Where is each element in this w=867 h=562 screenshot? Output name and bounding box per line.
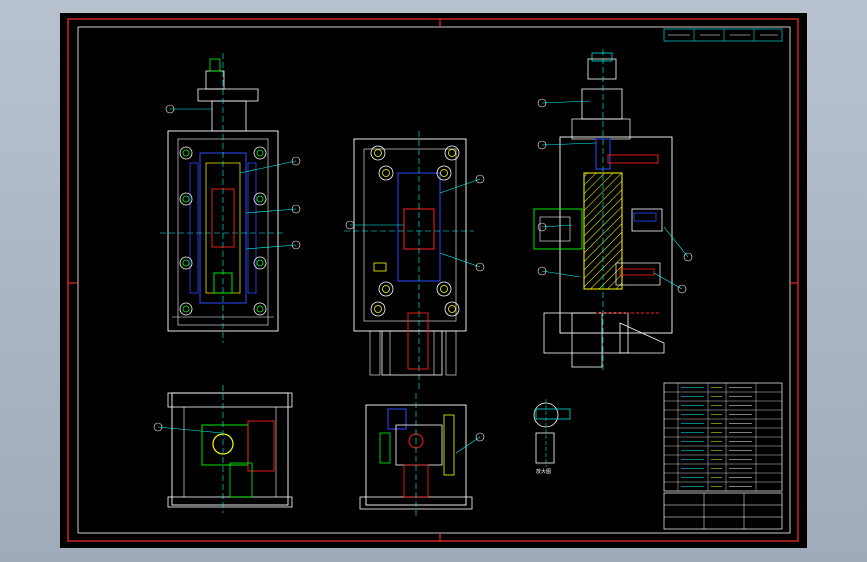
guide-hole	[378, 281, 394, 297]
section-view-a	[167, 385, 293, 513]
guide-pin	[374, 305, 382, 313]
guide-hole	[370, 301, 386, 317]
part-balloon	[291, 156, 301, 166]
part-balloon	[677, 284, 687, 294]
guide-hole	[378, 165, 394, 181]
guide-hole	[253, 302, 267, 316]
section-view-b	[359, 393, 473, 517]
part-balloon	[683, 252, 693, 262]
guide-hole	[179, 302, 193, 316]
guide-hole	[444, 145, 460, 161]
part-balloon	[475, 174, 485, 184]
part-balloon	[537, 98, 547, 108]
guide-hole	[444, 301, 460, 317]
guide-pin	[382, 285, 390, 293]
part-balloon	[537, 266, 547, 276]
detail-view	[533, 399, 571, 467]
detail-label: 放大图	[536, 468, 551, 475]
leader-line	[541, 100, 591, 104]
guide-pin	[256, 149, 264, 157]
part-balloon	[537, 140, 547, 150]
part-balloon	[291, 240, 301, 250]
leader-line	[541, 224, 573, 228]
bill-of-materials	[663, 382, 783, 492]
sheet-outer-frame	[67, 18, 799, 542]
part-balloon	[153, 422, 163, 432]
guide-pin	[448, 149, 456, 157]
guide-hole	[179, 192, 193, 206]
guide-pin	[182, 195, 190, 203]
leader-line	[663, 226, 689, 258]
leader-line	[439, 252, 481, 268]
leader-line	[245, 208, 297, 214]
guide-pin	[182, 149, 190, 157]
guide-pin	[382, 169, 390, 177]
leader-line	[653, 272, 683, 290]
guide-pin	[440, 285, 448, 293]
guide-pin	[182, 305, 190, 313]
part-balloon	[475, 262, 485, 272]
guide-hole	[253, 256, 267, 270]
guide-hole	[436, 165, 452, 181]
leader-line	[157, 426, 223, 434]
guide-hole	[179, 256, 193, 270]
part-balloon	[165, 104, 175, 114]
guide-pin	[182, 259, 190, 267]
guide-pin	[448, 305, 456, 313]
part-balloon	[345, 220, 355, 230]
drawing-code-block	[663, 28, 783, 42]
part-balloon	[291, 204, 301, 214]
guide-hole	[179, 146, 193, 160]
guide-pin	[374, 149, 382, 157]
leader-line	[541, 142, 597, 146]
side-section-view	[533, 49, 673, 373]
title-block	[663, 492, 783, 530]
guide-pin	[256, 195, 264, 203]
part-balloon	[475, 432, 485, 442]
guide-pin	[440, 169, 448, 177]
guide-pin	[256, 259, 264, 267]
leader-line	[439, 178, 481, 194]
leader-line	[541, 270, 581, 278]
guide-hole	[370, 145, 386, 161]
guide-hole	[253, 192, 267, 206]
leader-line	[239, 160, 297, 174]
part-balloon	[537, 222, 547, 232]
leader-line	[455, 436, 481, 454]
leader-line	[245, 244, 297, 250]
guide-hole	[436, 281, 452, 297]
guide-hole	[253, 146, 267, 160]
sheet-inner-frame	[77, 26, 791, 534]
front-view	[160, 53, 286, 343]
guide-pin	[256, 305, 264, 313]
mold-assembly-drawing: 放大图	[67, 18, 799, 542]
drawing-sheet[interactable]: 放大图	[60, 13, 807, 548]
top-view	[344, 131, 474, 389]
